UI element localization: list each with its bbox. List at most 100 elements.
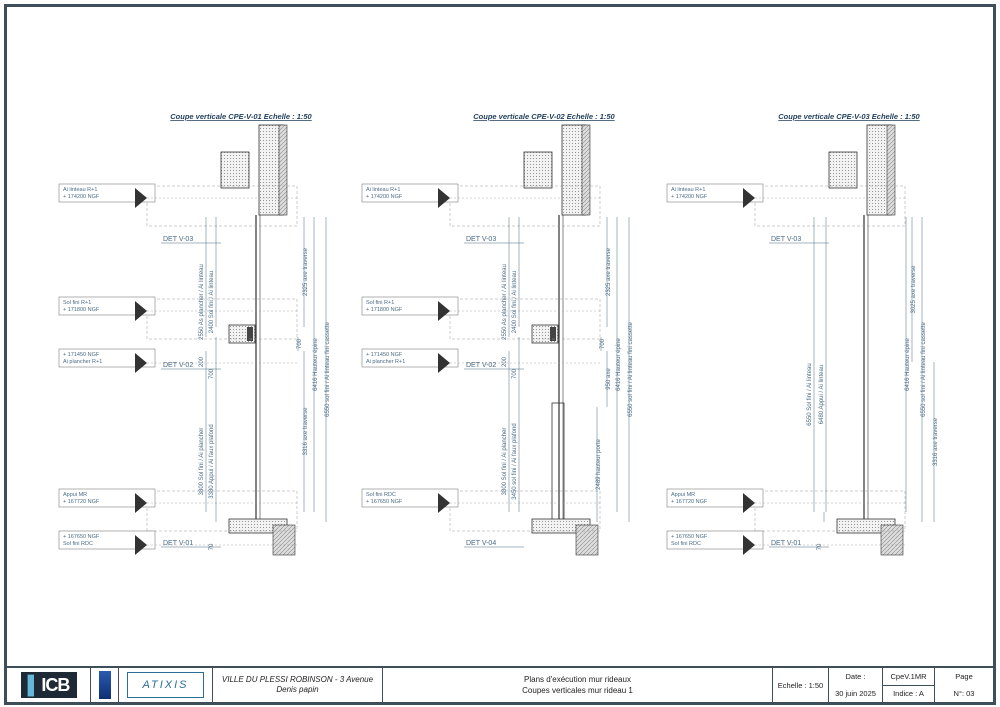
level-box-2-3 <box>361 348 459 368</box>
drawing-index: Indice : A <box>893 689 924 699</box>
atixis-logo: ATIXIS <box>127 672 204 698</box>
level-box-2-2 <box>361 296 459 316</box>
level-label-2-3-a: + 171450 NGF <box>366 352 403 358</box>
atixis-logo-cell: ATIXIS <box>119 668 213 702</box>
drawing-code: CpeV.1MR <box>883 668 934 686</box>
plans-line-1: Plans d'exécution mur rideaux <box>524 675 631 684</box>
dim-left-text-2-5: 3800 Sol fini / Ai plancher <box>502 428 508 496</box>
level-label-1-4-a: Appui MR <box>63 492 87 498</box>
section-title-2: Coupe verticale CPE-V-02 Echelle : 1:50 <box>473 112 615 121</box>
ground-foundation-2 <box>575 524 599 556</box>
dim-left-text-3-3: 70 <box>817 543 823 550</box>
dim-left-text-2-3: 200 <box>502 356 508 367</box>
level-label-1-1-a: Ai linteau R+1 <box>63 187 97 193</box>
dim-left-text-3-2: 6480 Appui / Ai linteau <box>819 365 825 424</box>
dim-right-text-2-1: 2325 axe traverse <box>606 247 612 296</box>
level-marker-1-4 <box>135 493 147 513</box>
dim-left-text-2-1: 2550 As plancher / Ai linteau <box>502 264 508 340</box>
level-label-1-4-b: + 167720 NGF <box>63 499 100 505</box>
dim-right-text-3-1: 3025 axe traverse <box>911 265 917 314</box>
level-marker-1-3 <box>135 353 147 373</box>
level-box-2-4 <box>361 488 459 508</box>
scale-cell: Echelle : 1:50 <box>773 668 829 702</box>
elevation-drawing: Coupe verticale CPE-V-01 Echelle : 1:50A… <box>58 112 939 556</box>
blue-logo-cell <box>91 668 119 702</box>
title-block: ▌ICB ATIXIS VILLE DU PLESSI ROBINSON - 3… <box>7 666 993 702</box>
icb-logo: ▌ICB <box>20 672 77 698</box>
level-label-1-2-b: + 171800 NGF <box>63 307 100 313</box>
middle-transom-2 <box>550 327 556 341</box>
dim-right-text-1-5: 3316 axe traverse <box>303 407 309 456</box>
level-marker-3-1 <box>743 188 755 208</box>
upper-insulation-3 <box>886 124 896 216</box>
level-label-1-3-b: Ai plancher R+1 <box>63 359 102 365</box>
level-marker-2-4 <box>438 493 450 513</box>
level-label-3-1-b: + 174200 NGF <box>671 194 708 200</box>
level-label-3-2-a: Appui MR <box>671 492 695 498</box>
level-marker-2-2 <box>438 301 450 321</box>
detail-zone-1-3 <box>146 490 298 532</box>
dim-right-text-1-1: 2325 axe traverse <box>303 247 309 296</box>
level-box-1-2 <box>58 296 156 316</box>
detail-label-2-1: DET V-03 <box>466 236 496 243</box>
ground-foundation-1 <box>272 524 296 556</box>
dim-left-text-2-4: 700 <box>512 368 518 379</box>
detail-label-2-2: DET V-02 <box>466 362 496 369</box>
level-marker-3-2 <box>743 493 755 513</box>
icb-logo-text: ICB <box>41 674 70 695</box>
dim-right-text-3-2: 6416 Hauteur épine <box>905 337 911 390</box>
ground-foundation-3 <box>880 524 904 556</box>
detail-label-1-3: DET V-01 <box>163 540 193 547</box>
level-label-1-5-a: + 167650 NGF <box>63 534 100 540</box>
code-cell: CpeV.1MR Indice : A <box>883 668 935 702</box>
page-label: Page <box>955 672 973 681</box>
dim-left-text-1-2: 2400 Sol fini / Ai linteau <box>209 271 215 333</box>
dim-left-text-1-4: 700 <box>209 368 215 379</box>
dim-left-text-3-1: 6550 Sol fini / Ai linteau <box>807 363 813 425</box>
dim-right-text-1-4: 6550 sol fini / Ai linteau fini cassette <box>325 321 331 416</box>
dim-left-text-1-1: 2550 As plancher / Ai linteau <box>199 264 205 340</box>
level-label-2-1-a: Ai linteau R+1 <box>366 187 400 193</box>
dim-left-text-2-6: 3450 sol fini / Ai faux plafond <box>512 423 518 499</box>
level-label-2-3-b: Ai plancher R+1 <box>366 359 405 365</box>
level-marker-1-2 <box>135 301 147 321</box>
level-label-2-2-b: + 171800 NGF <box>366 307 403 313</box>
level-label-2-2-a: Sol fini R+1 <box>366 300 394 306</box>
project-cell: VILLE DU PLESSI ROBINSON - 3 Avenue Deni… <box>213 668 383 702</box>
upper-insulation-2 <box>581 124 591 216</box>
project-line-2: Denis papin <box>276 685 319 694</box>
dim-right-text-2-2: 700 <box>600 338 606 349</box>
date-label: Date : <box>845 672 866 681</box>
level-marker-1-5 <box>135 535 147 555</box>
level-box-1-3 <box>58 348 156 368</box>
level-box-1-1 <box>58 183 156 203</box>
middle-transom-1 <box>247 327 253 341</box>
section-title-3: Coupe verticale CPE-V-03 Echelle : 1:50 <box>778 112 920 121</box>
level-label-1-3-a: + 171450 NGF <box>63 352 100 358</box>
dim-right-text-2-3: 950 axe <box>606 368 612 390</box>
page-number: N°: 03 <box>953 689 975 698</box>
level-label-1-5-b: Sol fini RDC <box>63 541 93 547</box>
detail-label-1-2: DET V-02 <box>163 362 193 369</box>
level-box-1-4 <box>58 488 156 508</box>
detail-zone-2-2 <box>449 298 601 340</box>
level-box-3-3 <box>666 530 764 550</box>
dim-right-text-3-4: 3316 axe traverse <box>933 417 939 466</box>
plans-cell: Plans d'exécution mur rideaux Coupes ver… <box>383 668 773 702</box>
upper-slab-1 <box>220 151 250 189</box>
partner-logo <box>98 671 111 699</box>
door-frame <box>551 402 565 522</box>
level-label-3-3-a: + 167650 NGF <box>671 534 708 540</box>
dim-left-text-1-5: 3800 Sol fini / Ai plancher <box>199 428 205 496</box>
dim-right-text-3-3: 6550 sol fini / Ai linteau fini cassette <box>921 321 927 416</box>
dim-left-text-1-7: 70 <box>209 543 215 550</box>
level-box-3-2 <box>666 488 764 508</box>
dim-right-text-2-6: 2489 hauteur porte <box>596 438 602 489</box>
date-cell: Date : 30 juin 2025 <box>829 668 883 702</box>
level-box-2-1 <box>361 183 459 203</box>
level-label-3-3-b: Sol fini RDC <box>671 541 701 547</box>
level-marker-3-3 <box>743 535 755 555</box>
project-line-1: VILLE DU PLESSI ROBINSON - 3 Avenue <box>221 675 374 684</box>
dim-right-text-1-2: 700 <box>297 338 303 349</box>
detail-label-2-3: DET V-04 <box>466 540 496 547</box>
